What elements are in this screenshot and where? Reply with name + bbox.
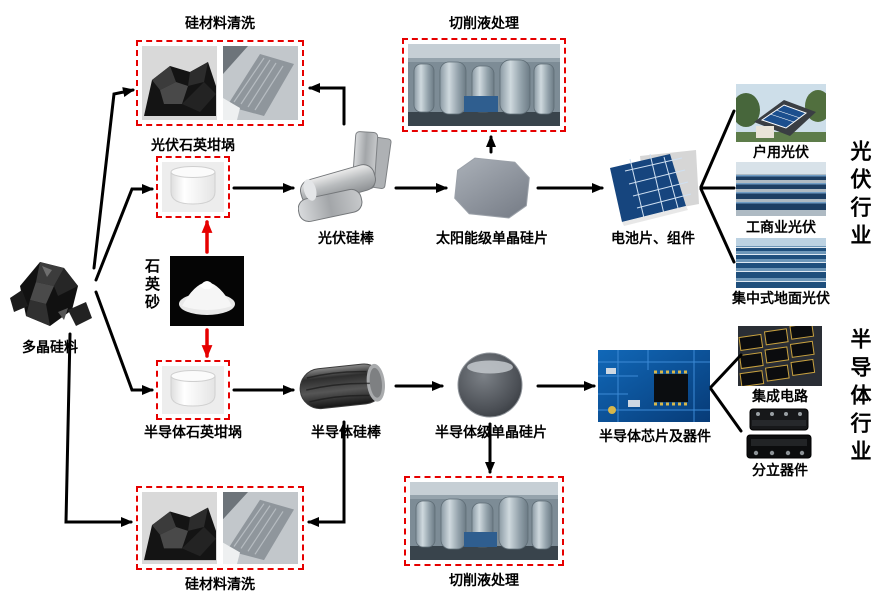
cleaning-top-label: 硅材料清洗 <box>185 16 255 32</box>
arrow-poly-to-cleaning-top <box>92 87 135 270</box>
integrated-circuit-label: 集成电路 <box>752 389 808 405</box>
semi-crucible-box <box>156 360 230 420</box>
ground-pv-label: 集中式地面光伏 <box>732 291 830 307</box>
cleaning-bottom-photos <box>142 492 298 564</box>
semi-rod-image <box>298 354 392 418</box>
semi-crucible-photo <box>162 366 224 414</box>
cleaning-top-box <box>136 40 304 126</box>
cutting-fluid-bottom-box <box>404 476 564 566</box>
pv-crucible-label: 光伏石英坩埚 <box>151 138 235 154</box>
arrow-rod-to-cleaning-top <box>308 83 346 126</box>
poly-silicon-label: 多晶硅料 <box>22 340 78 356</box>
residential-pv-label: 户用光伏 <box>753 145 809 161</box>
cells-modules-image <box>606 146 700 226</box>
discrete-device-label: 分立器件 <box>752 463 808 479</box>
pv-industry-label: 光伏行业 <box>848 140 872 252</box>
cleaning-top-photos <box>142 46 298 120</box>
semi-industry-label: 半导体行业 <box>848 328 872 468</box>
poly-silicon-image <box>6 252 96 336</box>
commercial-pv-label: 工商业光伏 <box>746 220 816 236</box>
fan-cells-to-residential <box>699 109 736 189</box>
cutting-fluid-top-photo <box>408 44 560 126</box>
cleaning-bottom-box <box>136 486 304 570</box>
fan-devices-to-ic <box>709 353 743 389</box>
semi-devices-image <box>598 350 710 422</box>
cutting-fluid-top-box <box>402 38 566 132</box>
semi-wafer-label: 半导体级单晶硅片 <box>435 425 547 441</box>
cells-modules-label: 电池片、组件 <box>611 231 695 247</box>
discrete-device-image <box>742 406 818 462</box>
pv-crucible-photo <box>162 162 224 212</box>
quartz-sand-image <box>170 256 244 326</box>
pv-rod-label: 光伏硅棒 <box>318 231 374 247</box>
semi-wafer-image <box>446 350 534 420</box>
integrated-circuit-image <box>738 326 822 386</box>
fan-cells-to-ground <box>699 187 736 264</box>
commercial-pv-image <box>736 162 826 216</box>
cleaning-bottom-label: 硅材料清洗 <box>185 577 255 593</box>
arrow-poly-to-cleaning-bottom <box>64 332 133 527</box>
solar-wafer-image <box>450 156 534 220</box>
semi-rod-label: 半导体硅棒 <box>311 425 381 441</box>
pv-rod-image <box>298 128 394 226</box>
pv-crucible-box <box>156 156 230 218</box>
solar-wafer-label: 太阳能级单晶硅片 <box>436 231 548 247</box>
semi-crucible-label: 半导体石英坩埚 <box>144 425 242 441</box>
quartz-sand-label: 石英砂 <box>143 258 161 312</box>
residential-pv-image <box>736 84 826 142</box>
cutting-fluid-bottom-photo <box>410 482 558 560</box>
semi-devices-label: 半导体芯片及器件 <box>599 429 711 445</box>
cutting-fluid-bottom-label: 切削液处理 <box>449 573 519 589</box>
ground-pv-image <box>736 238 826 288</box>
cutting-fluid-top-label: 切削液处理 <box>449 16 519 32</box>
